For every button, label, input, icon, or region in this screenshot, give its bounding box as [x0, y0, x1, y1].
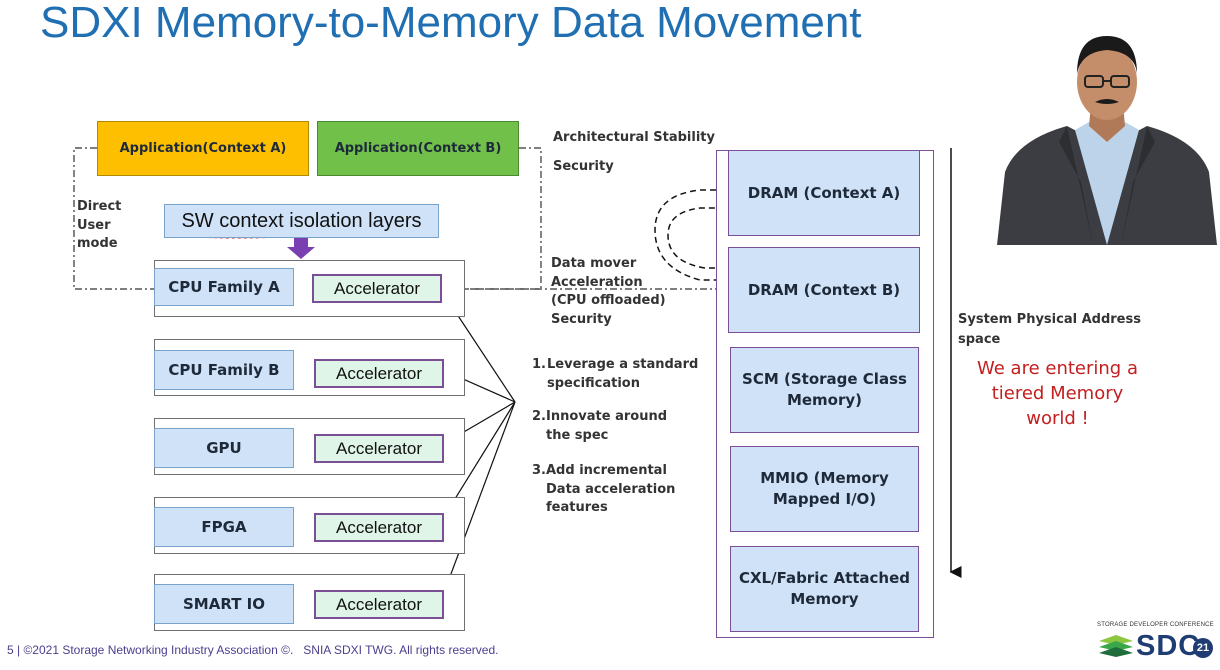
data-mover-label: Data mover Acceleration (CPU offloaded) …: [551, 256, 666, 327]
accelerator-box: Accelerator: [314, 434, 444, 463]
footer-copyright: 5 | ©2021 Storage Networking Industry As…: [7, 643, 294, 657]
memory-box: MMIO (Memory Mapped I/O): [730, 446, 919, 532]
memory-box: DRAM (Context A): [728, 150, 920, 236]
accelerator-box: Accelerator: [314, 359, 444, 388]
address-space-label: System Physical Address space: [958, 312, 1141, 347]
memory-box: SCM (Storage Class Memory): [730, 347, 919, 433]
list-item-text: Add incremental Data acceleration featur…: [546, 463, 676, 515]
sw-isolation-layer-box: SW context isolation layers: [164, 204, 439, 238]
sdc-logo-icon: [1099, 635, 1133, 657]
accelerator-box: Accelerator: [314, 513, 444, 542]
sdc-year-badge: 21: [1193, 638, 1213, 658]
speaker-photo: [997, 22, 1217, 245]
list-item-number: 2.: [532, 409, 546, 424]
device-box: GPU: [154, 428, 294, 468]
architectural-stability-label: Architectural Stability: [553, 130, 715, 145]
list-item-text: Innovate around the spec: [546, 409, 668, 443]
list-item-number: 1.: [532, 357, 546, 372]
app-context-a-box: Application(Context A): [97, 121, 309, 176]
slide-footer: 5 | ©2021 Storage Networking Industry As…: [7, 643, 498, 657]
device-box: SMART IO: [154, 584, 294, 624]
device-box: CPU Family B: [154, 350, 294, 390]
memory-box: DRAM (Context B): [728, 247, 920, 333]
footer-rights: SNIA SDXI TWG. All rights reserved.: [303, 643, 499, 657]
list-item-number: 3.: [532, 463, 546, 478]
accelerator-box: Accelerator: [312, 274, 442, 303]
memory-box: CXL/Fabric Attached Memory: [730, 546, 919, 632]
accelerator-box: Accelerator: [314, 590, 444, 619]
logo-caption: STORAGE DEVELOPER CONFERENCE: [1097, 622, 1214, 628]
slide-title: SDXI Memory-to-Memory Data Movement: [40, 0, 862, 47]
tiered-memory-callout: We are entering a tiered Memory world !: [977, 358, 1138, 429]
app-context-b-box: Application(Context B): [317, 121, 519, 176]
device-box: CPU Family A: [154, 268, 294, 306]
device-box: FPGA: [154, 507, 294, 547]
list-item-text: Leverage a standard specification: [547, 357, 699, 391]
sdc-logo-text: SDC: [1136, 630, 1201, 662]
direct-user-mode-label: Direct User mode: [77, 199, 122, 251]
security-label: Security: [553, 159, 614, 174]
